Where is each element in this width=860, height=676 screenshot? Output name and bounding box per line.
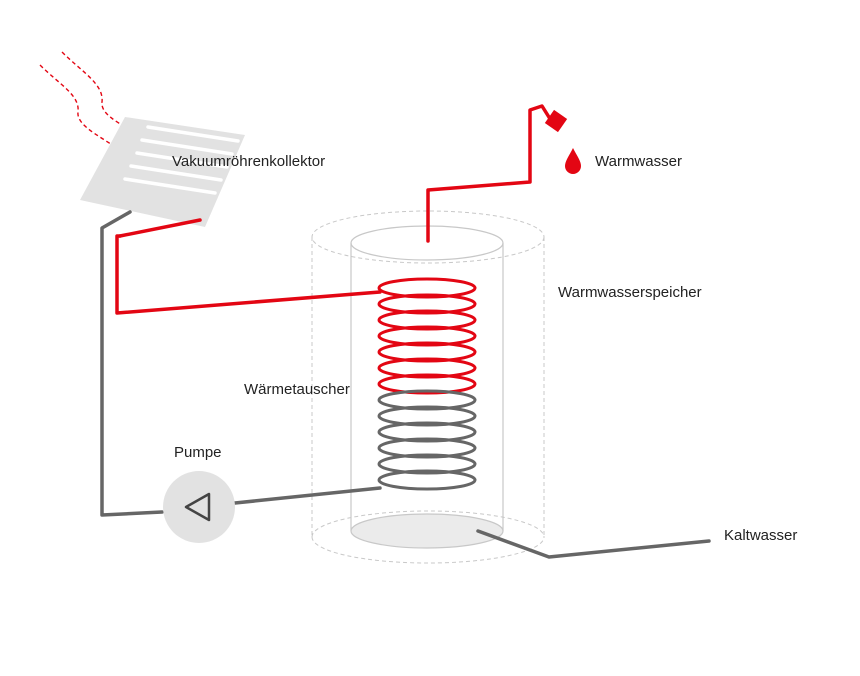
pump-triangle-icon [184,492,211,522]
coil-turn [377,293,477,315]
cold-water-label: Kaltwasser [724,527,798,544]
coil-turn [377,469,477,491]
coil-turn [377,341,477,363]
collector-label: Vakuumröhrenkollektor [172,153,326,170]
collector-hot-outlet [118,218,202,238]
cold-water-inlet-disc [350,513,504,549]
coil-turn [377,309,477,331]
warm-water-label: Warmwasser [595,153,682,170]
coil-turn [377,389,477,411]
coil-turn [377,421,477,443]
tap-icon [544,109,568,133]
coil-turn [377,453,477,475]
heat-exchanger-label: Wärmetauscher [244,381,350,398]
cold-pipes [100,210,711,559]
pump [163,471,235,543]
coil-turn [377,373,477,395]
collector-panel [80,117,245,227]
coil-turn [377,405,477,427]
heat-exchanger-coil [377,277,477,491]
coil-turn [377,325,477,347]
coil-turn [377,357,477,379]
water-drop-icon [565,148,581,174]
sun-ray-icon [39,51,151,156]
coil-turn [377,437,477,459]
coil-turn [377,277,477,299]
storage-tank-label: Warmwasserspeicher [558,284,702,301]
pump-label: Pumpe [174,444,222,461]
